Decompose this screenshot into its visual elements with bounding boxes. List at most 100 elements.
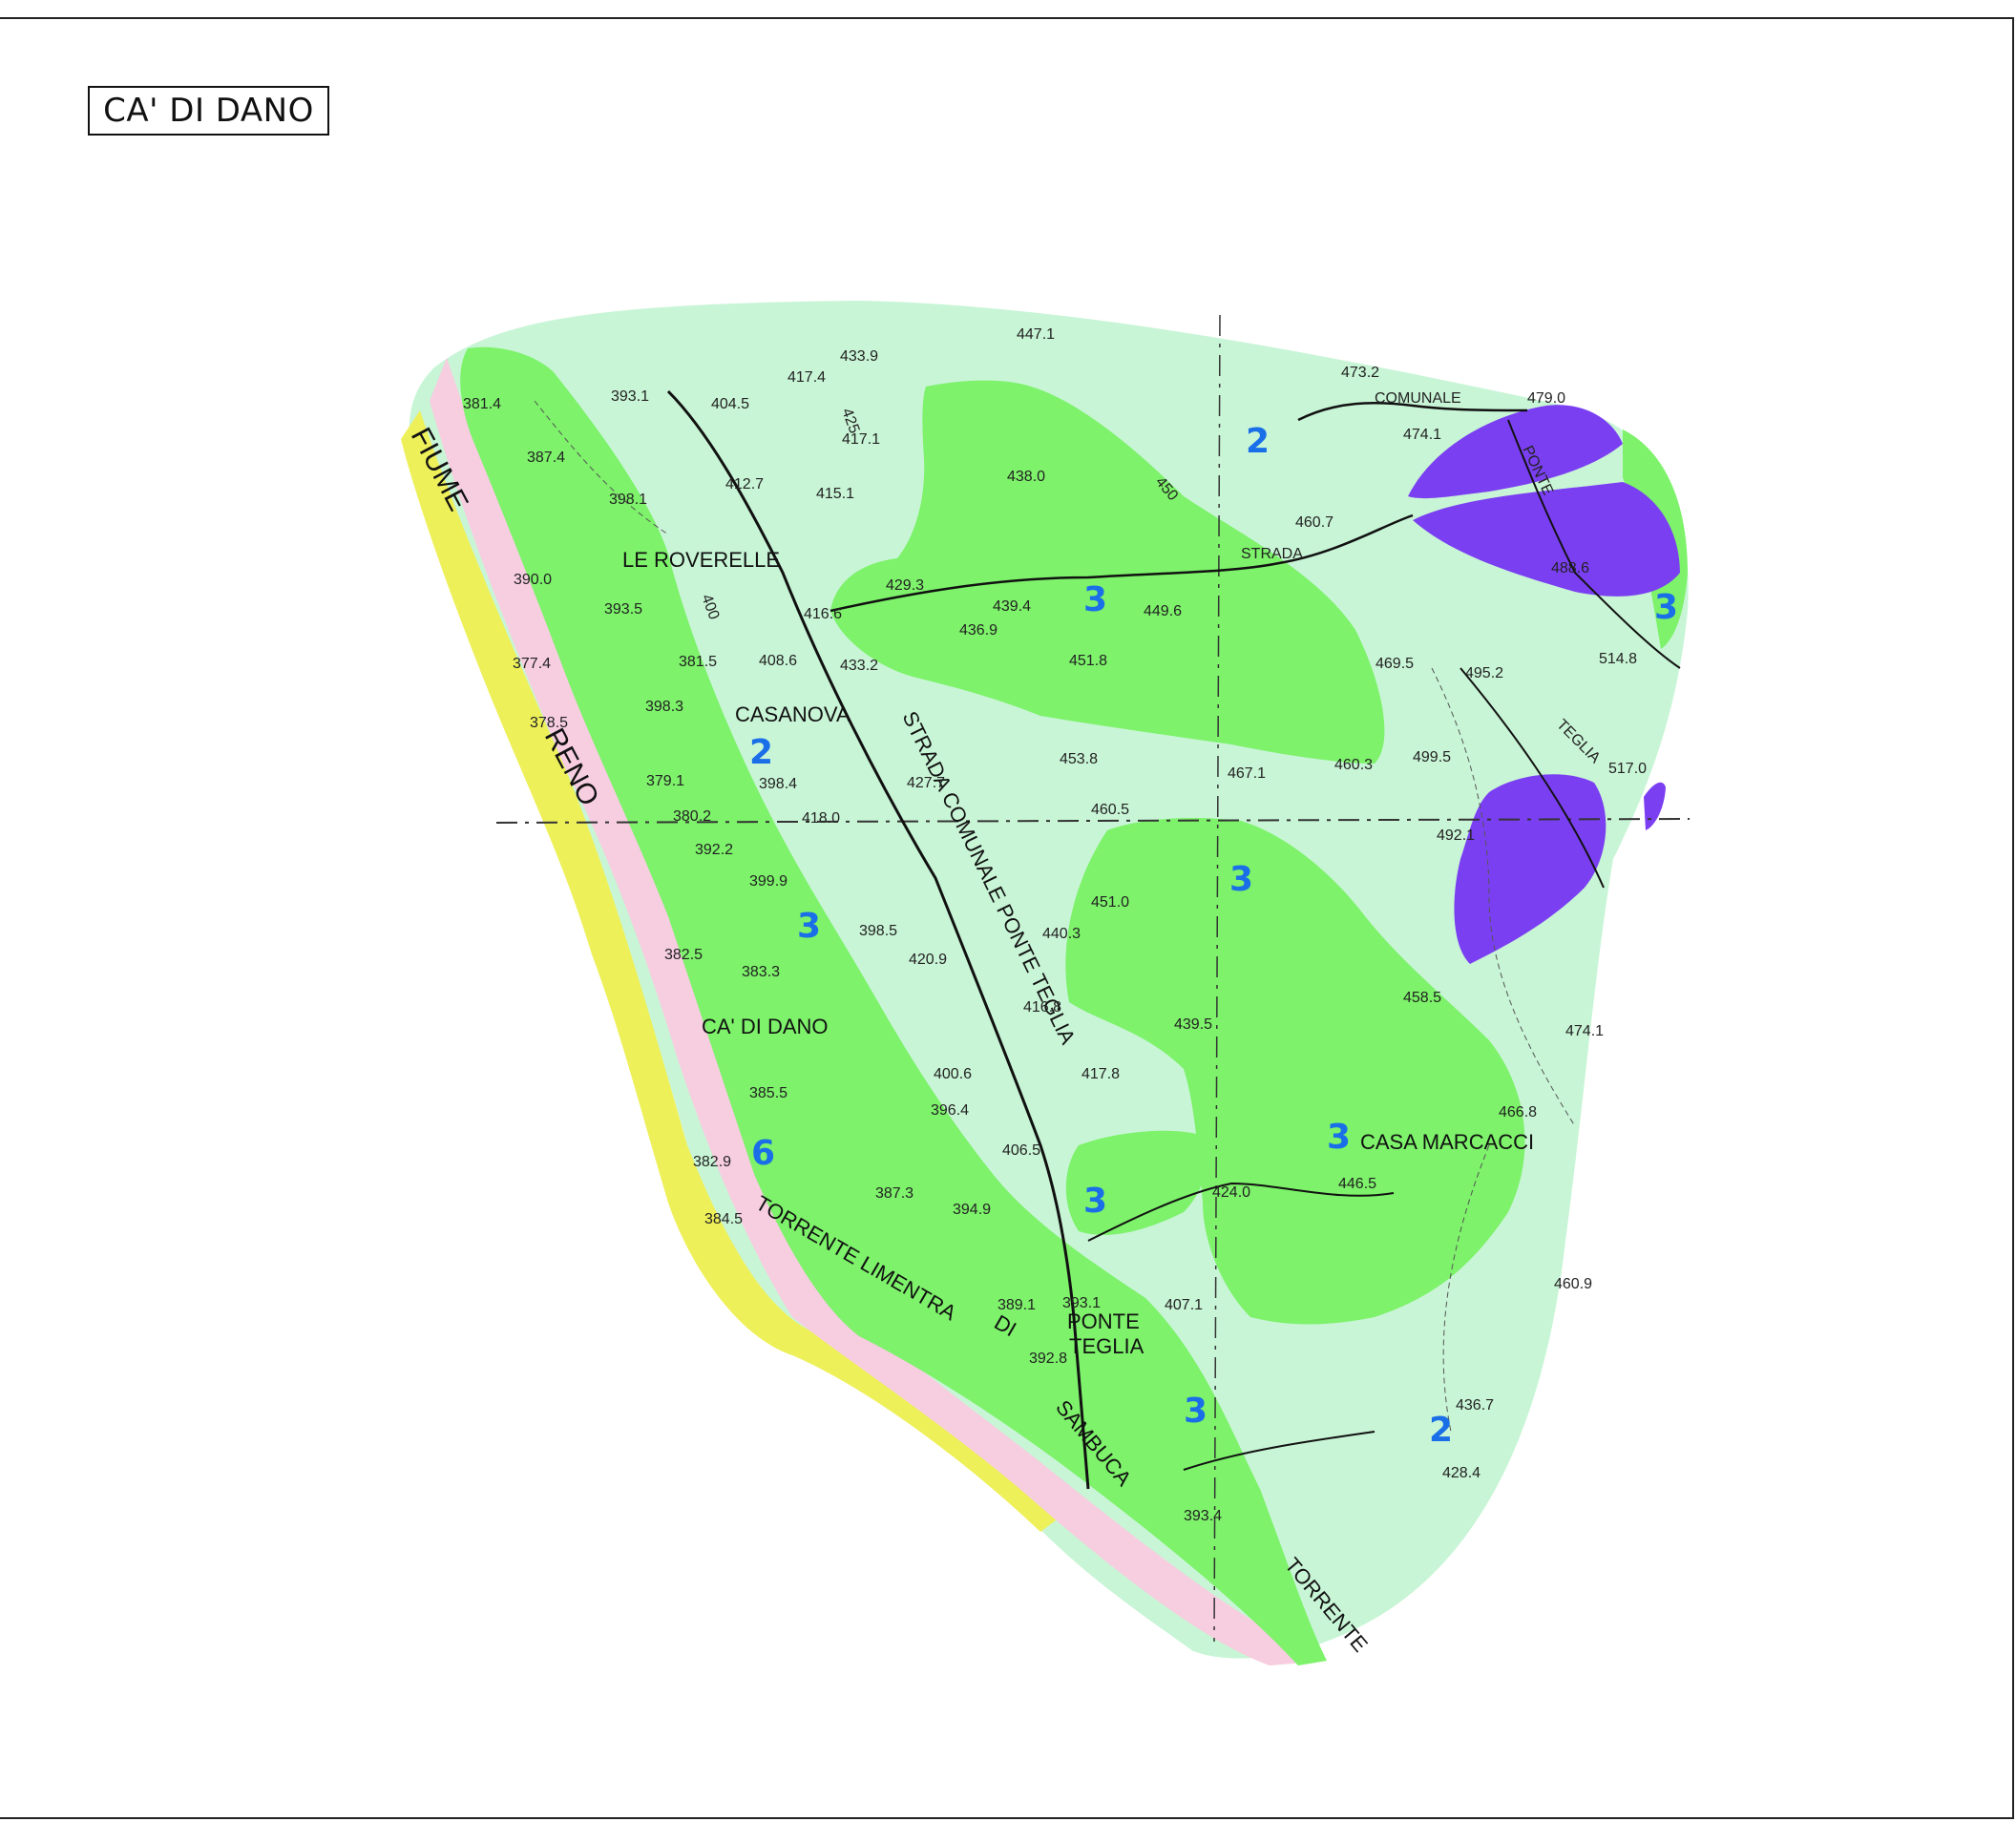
elevation-point: 436.9 [959,622,998,639]
elevation-point: 385.5 [749,1085,788,1101]
elevation-point: 460.7 [1295,514,1334,531]
contour-line [1431,667,1576,1127]
elevation-point: 399.9 [749,873,788,890]
elevation-point: 398.5 [859,923,897,939]
zone-labels: 2 3 3 2 3 3 3 3 6 3 2 [749,422,1678,1450]
elevation-point: 420.9 [909,952,947,968]
elevation-point: 396.4 [931,1102,969,1119]
elevation-point: 467.1 [1228,765,1266,782]
elevation-point: 382.9 [693,1154,731,1170]
elevation-point: 393.1 [1062,1295,1101,1311]
zone-label: 6 [751,1134,775,1173]
zone-2-area [409,301,1689,1659]
elevation-point: 424.0 [1212,1184,1250,1201]
zone-label: 3 [1327,1118,1351,1157]
place-ca-di-dano: CA' DI DANO [702,1015,829,1038]
elevation-point: 417.4 [788,369,826,386]
elevation-point: 416.6 [804,606,842,622]
grid-line-horizontal [495,818,1690,824]
elevation-labels: 433.9 447.1 473.2 479.0 474.1 393.1 404.… [463,326,1647,1524]
zone-purple-right [1413,482,1680,597]
elevation-point: 499.5 [1413,749,1451,765]
zone-3-lower [1065,1130,1207,1235]
place-le-roverelle: LE ROVERELLE [622,548,780,572]
elevation-point: 439.5 [1174,1016,1212,1033]
elevation-point: 384.5 [704,1211,743,1227]
elevation-point: 393.4 [1184,1508,1222,1524]
contour-line [534,400,669,535]
place-comunale: COMUNALE [1375,390,1461,407]
elevation-point: 473.2 [1341,365,1379,381]
elevation-point: 466.8 [1499,1104,1537,1120]
elevation-point: 389.1 [998,1297,1036,1313]
zone-label: 2 [1246,422,1270,461]
elevation-point: 433.9 [840,348,878,365]
elevation-point: 479.0 [1527,390,1565,407]
elevation-point: 392.2 [695,842,733,858]
elevation-point: 379.1 [646,773,684,789]
elevation-point: 394.9 [953,1202,991,1218]
elevation-point: 392.8 [1029,1351,1067,1367]
zone-label: 2 [1429,1411,1453,1450]
elevation-point: 378.5 [530,715,568,731]
elevation-point: 398.3 [645,699,683,715]
elevation-point: 474.1 [1565,1023,1604,1039]
elevation-point: 446.5 [1338,1176,1376,1192]
elevation-point: 438.0 [1007,469,1045,485]
zone-label: 2 [749,733,773,772]
elevation-point: 390.0 [514,572,552,588]
elevation-point: 458.5 [1403,990,1441,1006]
road-ponte-teglia [1507,419,1681,669]
elevation-point: 398.4 [759,776,797,792]
place-casa-marcacci: CASA MARCACCI [1360,1130,1534,1154]
road-bottom [1183,1431,1376,1471]
elevation-point: 460.3 [1334,757,1373,773]
road-lower [1087,1182,1395,1242]
elevation-point: 377.4 [513,656,551,672]
elevation-point: 460.9 [1554,1276,1592,1292]
elevation-point: 495.2 [1465,665,1503,681]
elevation-point: 428.4 [1442,1465,1480,1481]
zone-label: 3 [1083,1182,1107,1221]
elevation-point: 381.5 [679,654,717,670]
river-yellow-band [401,410,1060,1532]
road-teglia [1460,667,1605,889]
elevation-point: 488.6 [1551,560,1589,576]
elevation-point: 400.6 [934,1066,972,1082]
elevation-point: 407.1 [1165,1297,1203,1313]
zone-label: 3 [1654,588,1678,627]
elevation-point: 393.1 [611,388,649,405]
elevation-point: 440.3 [1042,926,1081,942]
road-strada-comunale [666,389,1090,1490]
map-frame [0,17,2014,1819]
grid-line-vertical [1213,314,1221,1643]
zone-label: 3 [797,907,821,946]
elevation-point: 387.3 [875,1185,914,1202]
elevation-point: 439.4 [993,598,1031,615]
elevation-point: 412.7 [725,476,764,492]
elevation-point: 387.4 [527,450,565,466]
place-ponte: PONTE [1067,1309,1140,1333]
elevation-point: 433.2 [840,658,878,674]
elevation-point: 469.5 [1376,656,1414,672]
place-strada: STRADA [1241,546,1303,562]
elevation-point: 398.1 [609,492,647,508]
zone-label: 3 [1229,860,1253,899]
elevation-point: 417.8 [1082,1066,1120,1082]
zone-purple-top [1408,405,1623,499]
elevation-point: 393.5 [604,601,642,618]
elevation-point: 427.7 [907,775,945,791]
contour-line [1442,1144,1490,1433]
elevation-point: 474.1 [1403,427,1441,443]
elevation-point: 408.6 [759,653,797,669]
elevation-point: 451.0 [1091,894,1129,911]
zone-3-left-band [460,346,1327,1665]
elevation-point: 406.5 [1002,1142,1040,1159]
elevation-point: 429.3 [886,577,924,594]
zone-purple-sliver [1644,782,1666,830]
elevation-point: 415.1 [816,486,854,502]
elevation-point: 404.5 [711,396,749,412]
zone-purple-lower [1454,774,1606,964]
zone-label: 3 [1184,1392,1208,1431]
